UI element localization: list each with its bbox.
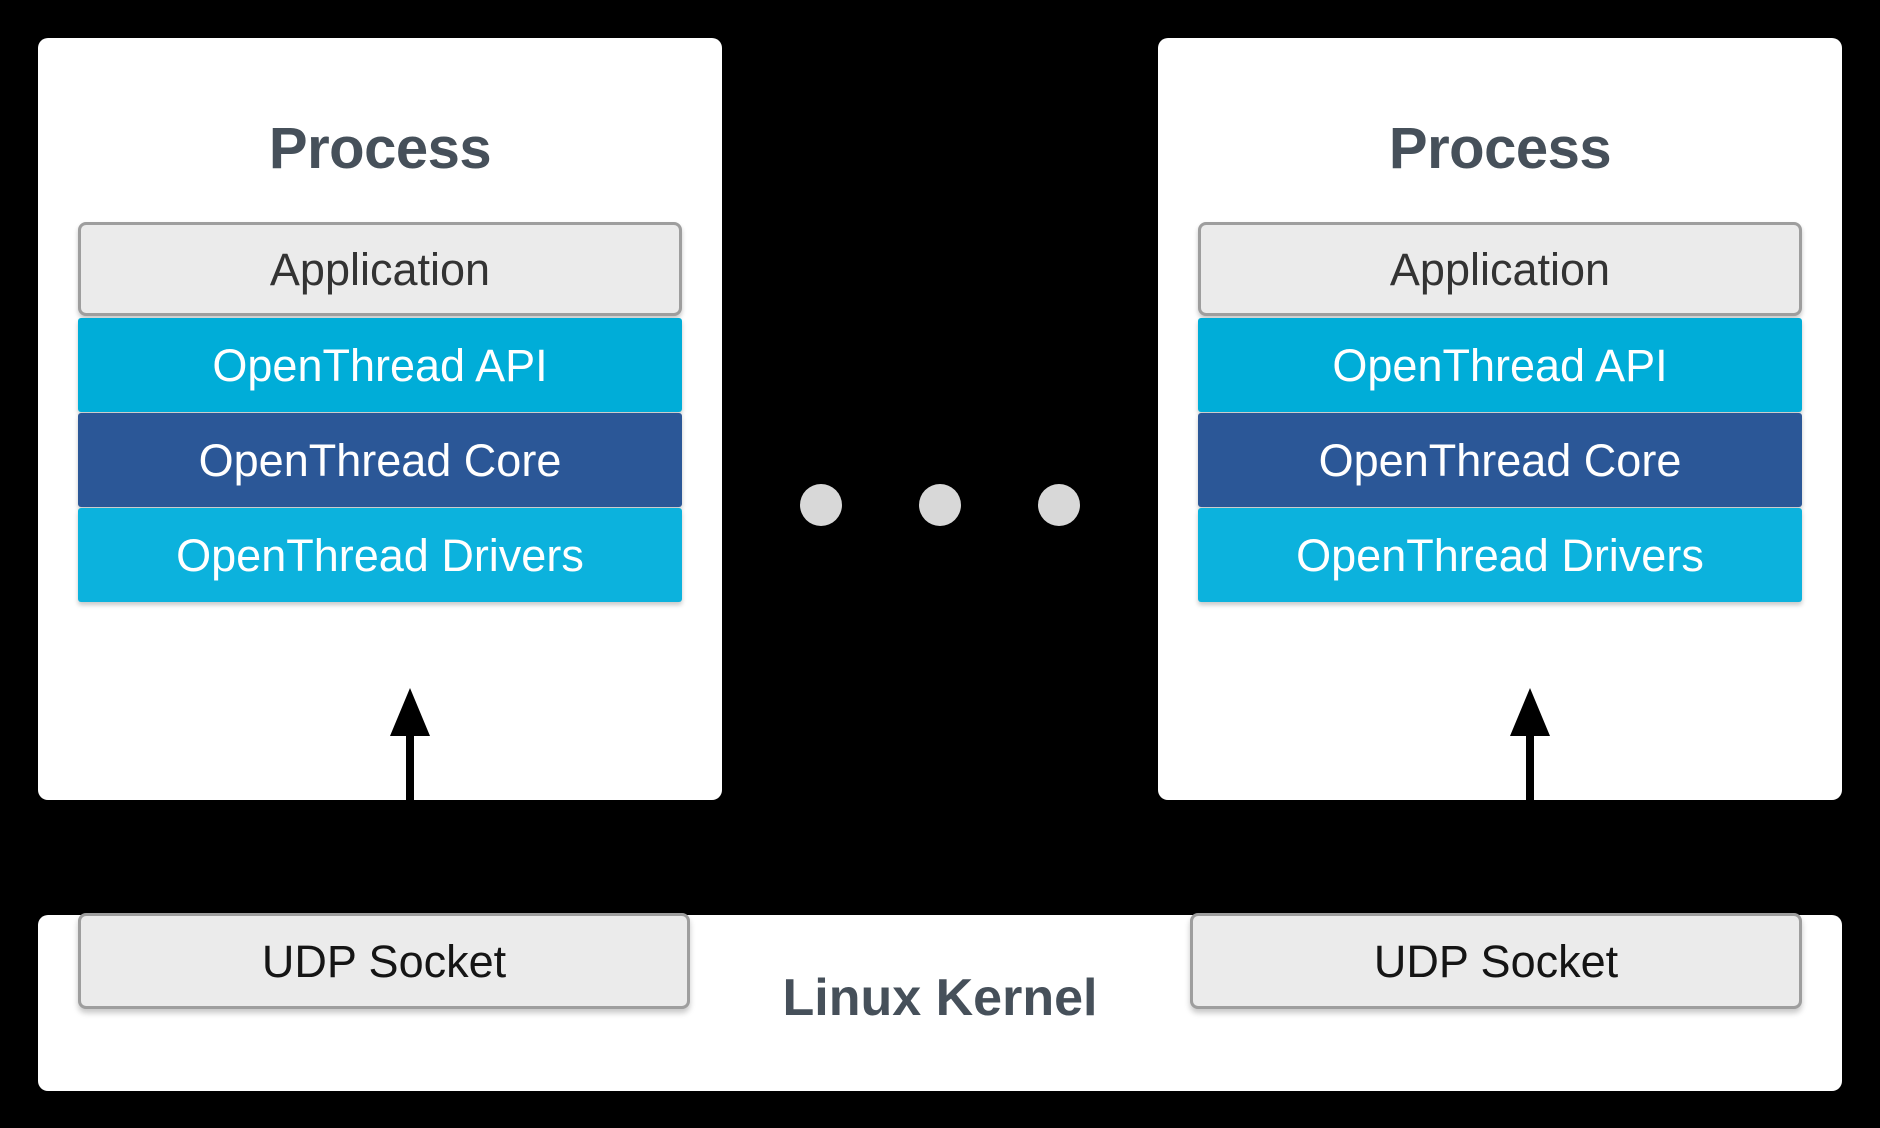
layer-application: Application: [78, 222, 682, 316]
udp-socket-box-right: UDP Socket: [1190, 913, 1802, 1009]
process-card-left: Process Application OpenThread API OpenT…: [38, 38, 722, 838]
kernel-title: Linux Kernel: [782, 969, 1098, 1027]
layer-application: Application: [1198, 222, 1802, 316]
layer-openthread-core: OpenThread Core: [1198, 413, 1802, 507]
process-title: Process: [1388, 116, 1612, 181]
layer-openthread-api: OpenThread API: [1198, 318, 1802, 412]
layer-openthread-api: OpenThread API: [78, 318, 682, 412]
arrow-up-icon: [1510, 688, 1550, 838]
udp-socket-box-left: UDP Socket: [78, 913, 690, 1009]
layer-openthread-core: OpenThread Core: [78, 413, 682, 507]
layer-openthread-drivers: OpenThread Drivers: [1198, 508, 1802, 602]
ellipsis-dot: [1038, 484, 1080, 526]
linux-kernel-card: Linux Kernel UDP Socket UDP Socket: [38, 913, 1842, 1091]
layer-stack-right: Application OpenThread API OpenThread Co…: [1198, 222, 1802, 602]
layer-openthread-drivers: OpenThread Drivers: [78, 508, 682, 602]
layer-stack-left: Application OpenThread API OpenThread Co…: [78, 222, 682, 602]
process-card-right: Process Application OpenThread API OpenT…: [1158, 38, 1842, 838]
ellipsis-dot: [800, 484, 842, 526]
arrow-up-icon: [390, 688, 430, 838]
horizontal-ellipsis-icon: [800, 480, 1080, 530]
ellipsis-dot: [919, 484, 961, 526]
process-title: Process: [268, 116, 492, 181]
